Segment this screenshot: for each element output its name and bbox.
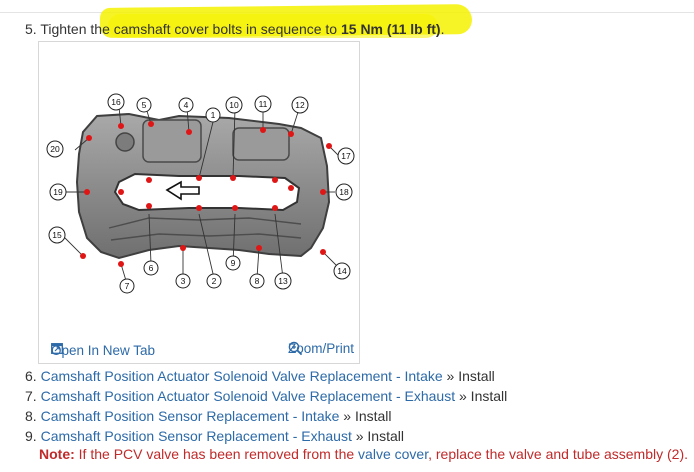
open-in-new-tab-link[interactable]: Open In New Tab [51,343,155,358]
valve-cover-link[interactable]: valve cover [358,446,429,462]
step-number: 8. [25,408,37,424]
bolt-labels: 16 5 4 1 10 11 12 20 17 19 18 15 14 6 9 … [46,93,355,294]
bolt-points [80,121,332,267]
step-suffix: » Install [446,368,495,384]
step-9-link[interactable]: Camshaft Position Sensor Replacement - E… [40,428,352,444]
svg-text:12: 12 [295,100,305,110]
bolt-label-8: 8 [249,273,265,289]
bolt-label-10: 10 [225,96,243,114]
step-7: 7. Camshaft Position Actuator Solenoid V… [25,386,507,406]
bolt-label-5: 5 [136,97,152,113]
bolt-label-20: 20 [46,140,64,158]
step-8: 8. Camshaft Position Sensor Replacement … [25,406,507,426]
svg-text:15: 15 [52,230,62,240]
step-list: 6. Camshaft Position Actuator Solenoid V… [25,366,507,446]
svg-text:18: 18 [339,187,349,197]
step-9: 9. Camshaft Position Sensor Replacement … [25,426,507,446]
front-arrow [165,180,200,201]
bolt-label-4: 4 [178,97,194,113]
step-5: 5. Tighten the camshaft cover bolts in s… [25,21,444,37]
bolt-label-18: 18 [335,183,353,201]
open-in-new-tab-label: Open In New Tab [51,343,156,358]
svg-text:9: 9 [231,258,236,268]
step-5-number: 5. [25,21,37,37]
svg-text:5: 5 [142,100,147,110]
svg-text:2: 2 [212,276,217,286]
cover-ribs [108,217,302,241]
bolt-label-11: 11 [254,95,272,113]
svg-text:14: 14 [337,266,347,276]
svg-text:19: 19 [53,187,63,197]
bolt-label-9: 9 [225,255,241,271]
svg-text:3: 3 [181,276,186,286]
svg-text:11: 11 [259,99,268,109]
step-number: 9. [25,428,37,444]
note-text-1: If the PCV valve has been removed from t… [78,446,355,462]
cover-opening [113,172,301,212]
note: Note: If the PCV valve has been removed … [39,446,688,462]
bolt-label-14: 14 [333,262,351,280]
bolt-label-2: 2 [206,273,222,289]
svg-text:17: 17 [341,151,351,161]
bolt-label-1: 1 [205,107,221,123]
step-suffix: » Install [459,388,508,404]
zoom-print-label: Zoom/Print [287,341,354,356]
bolt-label-12: 12 [291,96,309,114]
svg-text:7: 7 [125,281,130,291]
bolt-label-7: 7 [119,278,135,294]
step-suffix: » Install [355,428,404,444]
camshaft-cover-diagram: 16 5 4 1 10 11 12 20 17 19 18 15 14 6 9 … [46,93,355,294]
bolt-label-3: 3 [175,273,191,289]
svg-text:16: 16 [111,97,121,107]
note-text-2: , replace the valve and tube assembly (2… [428,446,689,462]
step-7-link[interactable]: Camshaft Position Actuator Solenoid Valv… [40,388,456,404]
bolt-label-15: 15 [48,226,66,244]
svg-text:13: 13 [278,276,288,286]
step-5-period: . [440,21,445,37]
svg-text:8: 8 [255,276,260,286]
bolt-label-6: 6 [143,260,159,276]
svg-text:1: 1 [211,110,216,120]
step-number: 6. [25,368,37,384]
highlighter-mark-inner [108,14,438,38]
step-5-torque: 15 Nm (11 lb ft) [340,21,441,37]
svg-text:20: 20 [50,144,60,154]
cover-boss-right [232,127,290,161]
step-6-link[interactable]: Camshaft Position Actuator Solenoid Valv… [40,368,443,384]
zoom-in-icon [288,341,303,356]
svg-text:10: 10 [229,100,239,110]
step-number: 7. [25,388,37,404]
note-label: Note: [39,446,75,462]
step-8-link[interactable]: Camshaft Position Sensor Replacement - I… [40,408,340,424]
cover-boss-round [115,132,135,152]
step-suffix: » Install [343,408,392,424]
zoom-print-link[interactable]: Zoom/Print [288,341,354,356]
bolt-label-19: 19 [49,183,67,201]
open-in-new-tab-icon [51,343,63,354]
figure-footer: Open In New Tab Zoom/Print [39,339,359,363]
step-5-text: Tighten the camshaft cover bolts in sequ… [40,21,338,37]
svg-text:6: 6 [149,263,154,273]
bolt-label-13: 13 [274,272,292,290]
bolt-sequence-figure: 16 5 4 1 10 11 12 20 17 19 18 15 14 6 9 … [38,41,360,364]
svg-text:4: 4 [184,100,189,110]
bolt-label-17: 17 [337,147,355,165]
bolt-label-16: 16 [107,93,125,111]
step-6: 6. Camshaft Position Actuator Solenoid V… [25,366,507,386]
